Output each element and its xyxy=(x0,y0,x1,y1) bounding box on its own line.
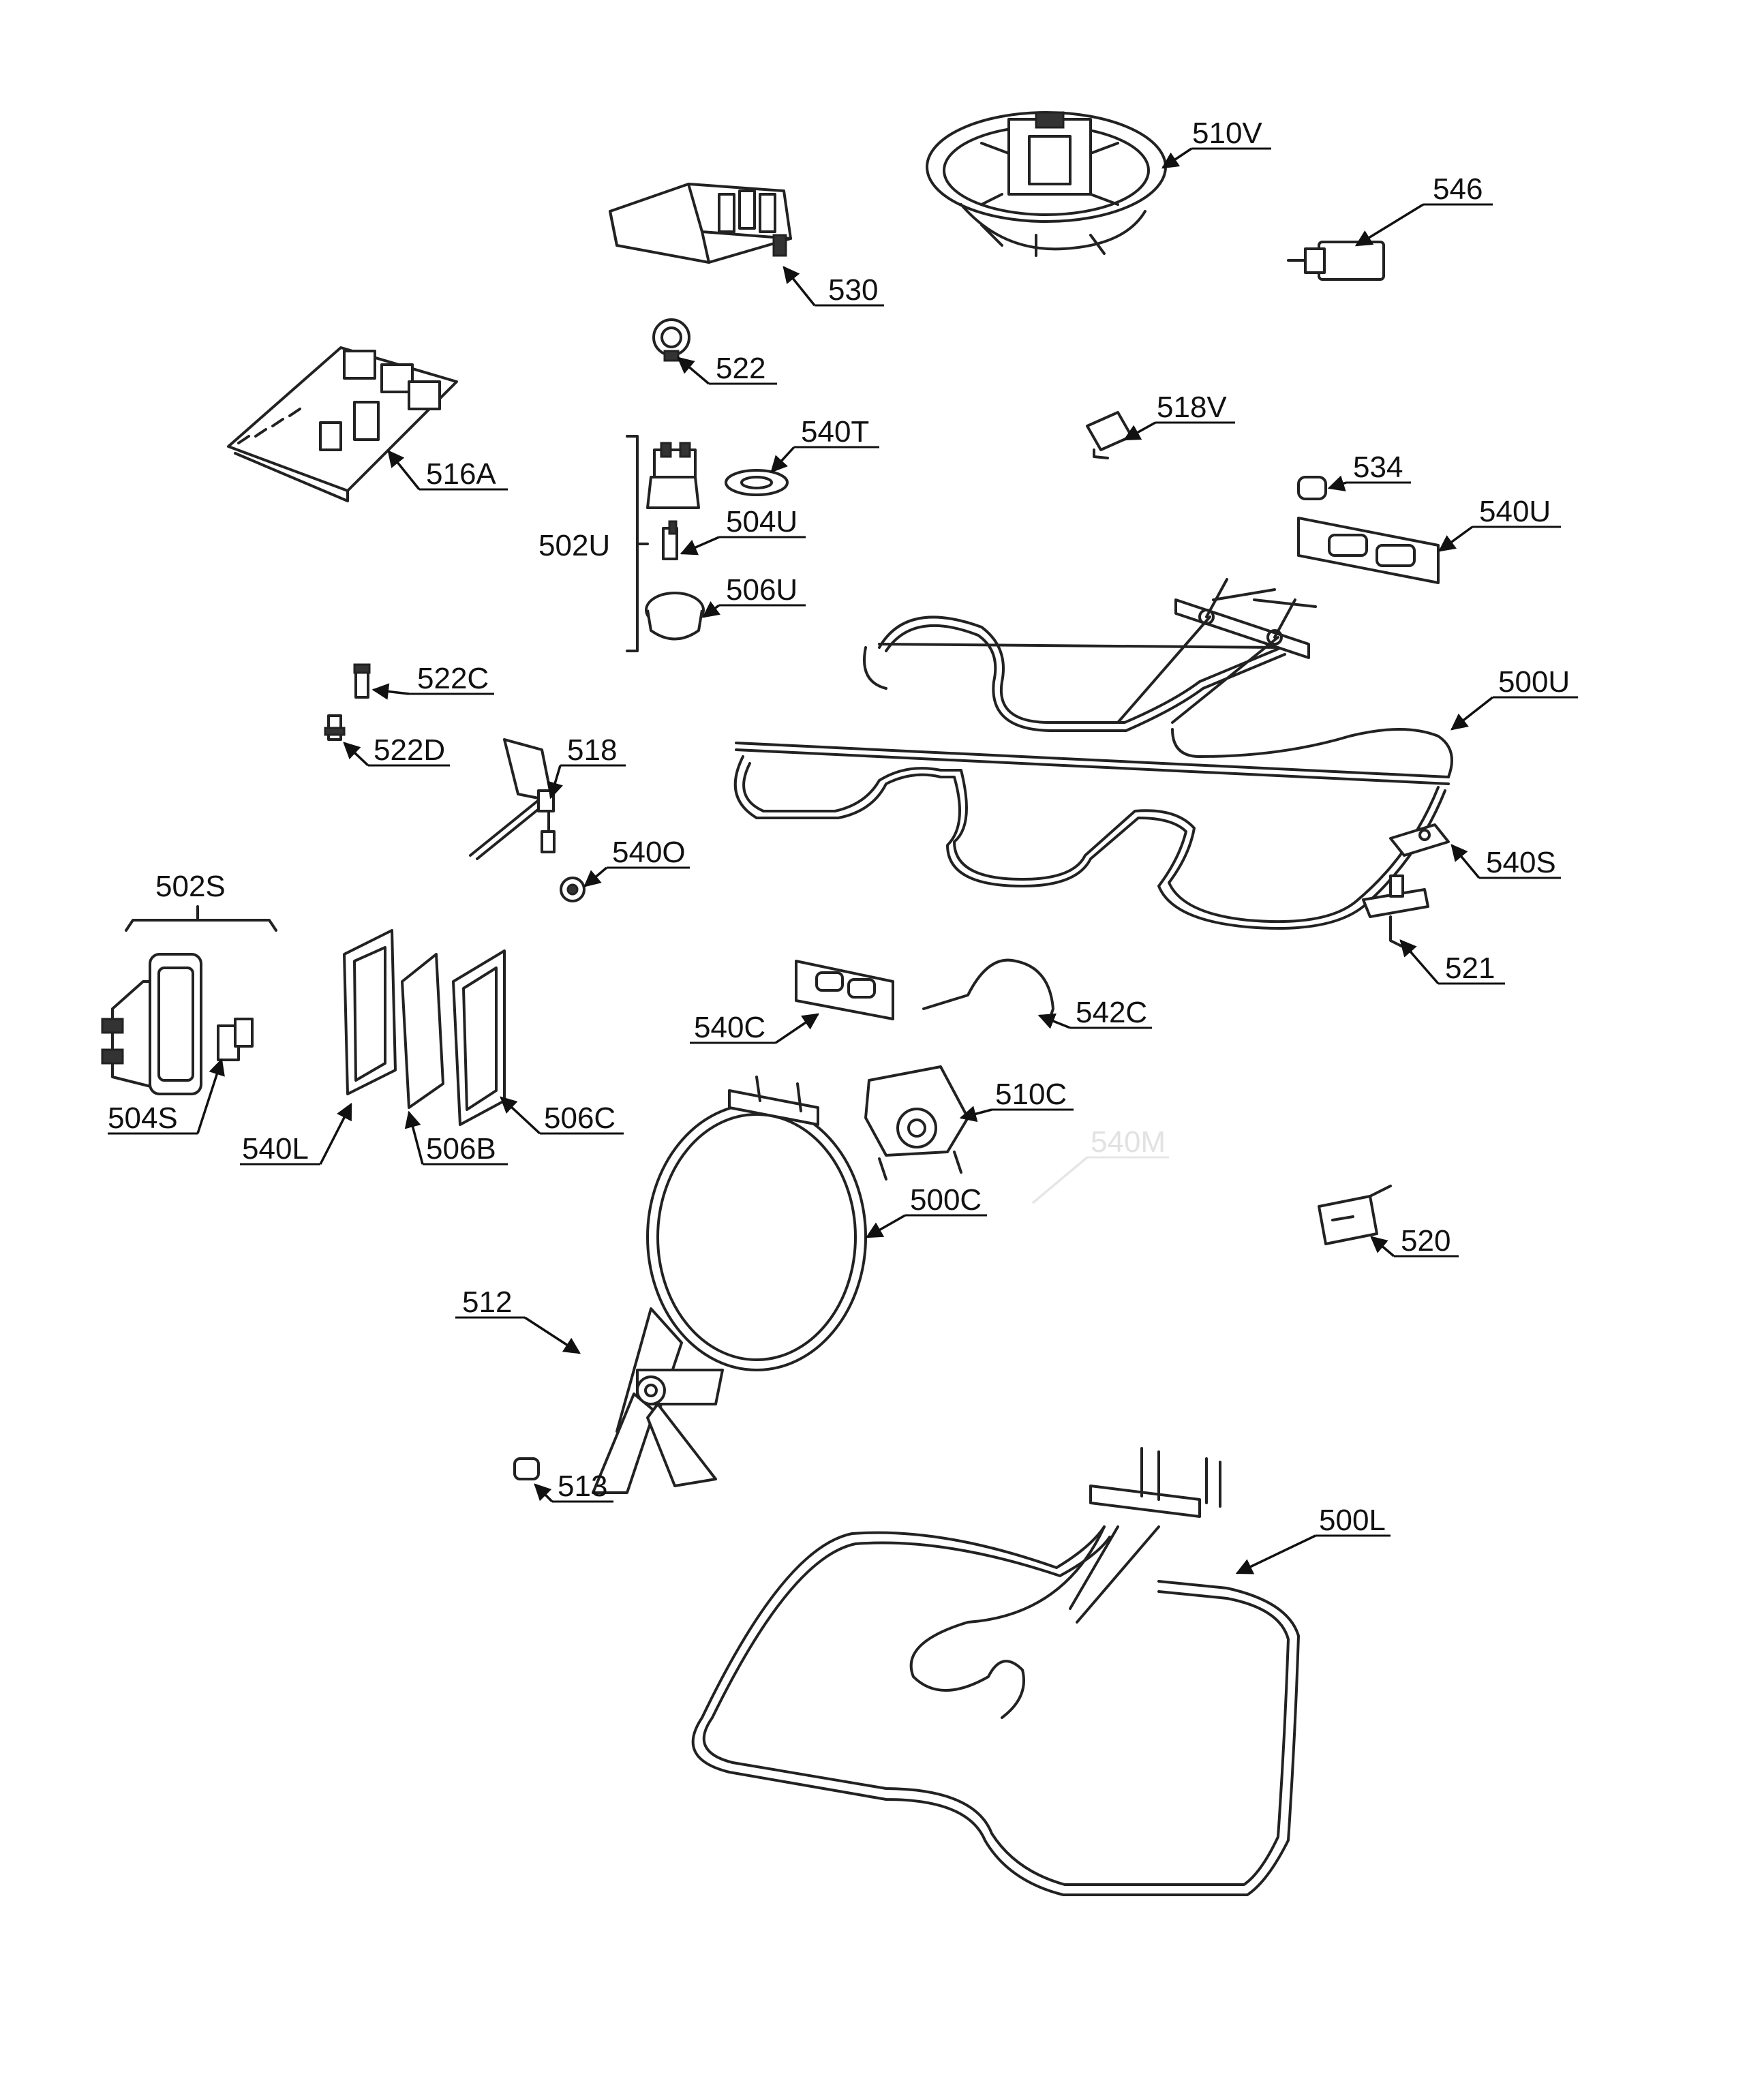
temperature-sensor-546-drawing xyxy=(1287,241,1385,281)
callout-522C: 522C xyxy=(371,662,494,700)
part-number-label: 500U xyxy=(1498,665,1570,699)
part-number-label: 504U xyxy=(726,505,797,538)
callout-506U: 506U xyxy=(702,573,806,618)
callout-504S: 504S xyxy=(108,1058,225,1135)
thermostat-group-502U-drawing xyxy=(626,435,705,652)
callout-530: 530 xyxy=(783,266,884,307)
part-number-label: 540L xyxy=(242,1132,309,1166)
part-number-label: 516A xyxy=(426,457,496,491)
gasket-540T-drawing xyxy=(725,469,789,496)
part-number-label: 506B xyxy=(426,1132,496,1166)
grommet-540O-drawing xyxy=(560,877,586,902)
part-number-label: 522 xyxy=(716,352,765,385)
door-switch-520-drawing xyxy=(1318,1185,1392,1245)
callout-500L: 500L xyxy=(1235,1504,1391,1574)
callout-506B: 506B xyxy=(404,1110,508,1166)
callout-540M: 540M xyxy=(1031,1125,1169,1204)
part-number-label: 540U xyxy=(1479,495,1551,528)
part-number-label: 500C xyxy=(910,1183,982,1217)
part-number-label: 542C xyxy=(1076,996,1147,1029)
callout-518: 518 xyxy=(547,733,626,800)
callout-540T: 540T xyxy=(770,415,879,473)
callout-513: 513 xyxy=(534,1470,613,1503)
bracket-518V-drawing xyxy=(1086,411,1133,459)
part-number-label: 546 xyxy=(1433,172,1483,206)
callout-512: 512 xyxy=(455,1285,581,1354)
part-number-label: 522D xyxy=(374,733,445,767)
callout-500C: 500C xyxy=(865,1183,987,1238)
callout-522D: 522D xyxy=(343,733,450,767)
callout-542C: 542C xyxy=(1037,996,1152,1029)
callout-510C: 510C xyxy=(959,1078,1074,1123)
callout-546: 546 xyxy=(1354,172,1493,247)
callout-510V: 510V xyxy=(1161,117,1271,169)
callout-540L: 540L xyxy=(240,1102,352,1166)
callout-500U: 500U xyxy=(1450,665,1578,731)
gasket-plate-540C-drawing xyxy=(795,960,894,1020)
part-number-label: 518V xyxy=(1157,391,1227,424)
fan-blade-512-drawing xyxy=(592,1307,724,1494)
part-number-label: 520 xyxy=(1401,1224,1450,1258)
callout-520: 520 xyxy=(1370,1224,1459,1258)
callout-534: 534 xyxy=(1327,451,1411,491)
callout-540C: 540C xyxy=(690,1011,820,1044)
callout-540U: 540U xyxy=(1438,495,1561,552)
callout-518V: 518V xyxy=(1123,391,1235,441)
control-board-drawing xyxy=(227,346,458,502)
nut-513-drawing xyxy=(513,1457,540,1480)
part-number-label: 506U xyxy=(726,573,797,607)
fan-motor-510C-drawing xyxy=(864,1065,969,1181)
part-number-label: 502U xyxy=(538,529,610,562)
part-number-label: 512 xyxy=(462,1285,512,1319)
part-number-label: 513 xyxy=(558,1470,607,1503)
wire-clip-542C-drawing xyxy=(922,958,1054,1020)
window-assembly-540L-506B-506C-drawing xyxy=(343,929,506,1126)
part-number-label: 510C xyxy=(995,1078,1067,1111)
part-number-label: 530 xyxy=(828,273,878,307)
part-number-label: 506C xyxy=(544,1101,616,1135)
callout-521: 521 xyxy=(1399,939,1505,985)
circular-heating-element-drawing xyxy=(646,1076,867,1371)
callout-502U: 502U xyxy=(538,529,610,562)
part-number-label: 521 xyxy=(1445,952,1495,985)
callout-540O: 540O xyxy=(583,836,690,887)
part-number-label: 534 xyxy=(1353,451,1403,484)
lower-heating-element-drawing xyxy=(691,1447,1300,1896)
upper-heating-element-drawing xyxy=(733,578,1453,930)
callout-502S: 502S xyxy=(155,870,226,903)
callout-522: 522 xyxy=(677,352,777,385)
part-number-label: 518 xyxy=(567,733,617,767)
callout-516A: 516A xyxy=(387,450,508,491)
screws-522C-522D-drawing xyxy=(324,663,371,741)
lamp-knob-534-drawing xyxy=(1297,476,1327,500)
gasket-plate-540U-drawing xyxy=(1297,517,1440,584)
part-number-label: 540M xyxy=(1091,1125,1166,1159)
terminal-block-drawing xyxy=(609,183,792,264)
part-number-label: 540T xyxy=(801,415,869,448)
sensor-probe-518-drawing xyxy=(469,738,556,860)
clip-522-drawing xyxy=(652,318,690,362)
part-number-label: 502S xyxy=(155,870,226,903)
bracket-521-drawing xyxy=(1362,874,1429,952)
part-number-label: 500L xyxy=(1319,1504,1386,1537)
switch-group-502S-drawing xyxy=(101,905,277,1095)
callout-504U: 504U xyxy=(680,505,806,556)
callout-540S: 540S xyxy=(1450,844,1561,879)
part-number-label: 540S xyxy=(1486,846,1556,879)
part-number-label: 540C xyxy=(694,1011,765,1044)
part-number-label: 522C xyxy=(417,662,489,695)
part-number-label: 510V xyxy=(1192,117,1262,150)
part-number-label: 504S xyxy=(108,1101,178,1135)
part-number-label: 540O xyxy=(612,836,686,869)
callout-506C: 506C xyxy=(500,1096,624,1135)
convection-fan-assembly-drawing xyxy=(926,111,1167,257)
plate-540S-drawing xyxy=(1389,823,1450,857)
